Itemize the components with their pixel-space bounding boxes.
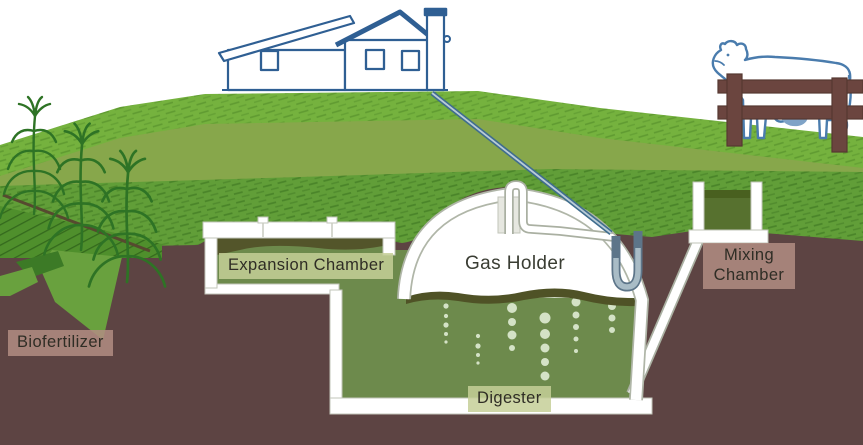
fence-post-right — [831, 77, 848, 153]
corn-plant — [87, 149, 167, 288]
chimney-fitting — [443, 35, 451, 43]
mixing-chamber-structure — [688, 181, 769, 244]
house-window — [259, 49, 280, 72]
corn-plants-illustration — [0, 95, 167, 288]
biofertilizer-channel — [0, 250, 122, 340]
chamber-ledge — [204, 283, 340, 295]
house-window — [364, 48, 386, 71]
hill-band-light-hatch — [0, 91, 863, 178]
digester-bubbles — [443, 297, 616, 381]
expansion-scum-layer — [217, 238, 395, 255]
house-gable-roof — [334, 9, 440, 48]
mixing-base-slab — [688, 229, 769, 244]
label-expansion-chamber: Expansion Chamber — [219, 253, 394, 279]
expansion-chamber-structure — [202, 216, 396, 295]
house-illustration — [217, 7, 451, 92]
label-gas-holder: Gas Holder — [465, 253, 566, 274]
fence-illustration — [717, 73, 863, 153]
mixing-slurry-top — [704, 190, 751, 198]
slab-tab — [257, 216, 269, 224]
channel-face — [40, 250, 122, 340]
label-biofertilizer: Biofertilizer — [8, 330, 113, 356]
fence-rail-bottom — [717, 105, 863, 120]
cow-muzzle-line — [714, 60, 725, 66]
dome-slurry-surface — [406, 288, 637, 307]
house-left-wing-wall — [226, 48, 347, 92]
house-left-roof — [217, 14, 356, 63]
chamber-left-wall — [204, 235, 218, 289]
fence-post-left — [726, 73, 743, 147]
house-chimney — [425, 12, 446, 92]
gas-outlet-pipe — [504, 180, 614, 242]
label-mixing-chamber: Mixing Chamber — [703, 243, 795, 289]
cow-eye — [726, 53, 730, 57]
irrigation-furrow-line — [2, 193, 151, 253]
chamber-top-slab — [202, 221, 396, 239]
label-digester: Digester — [468, 386, 551, 412]
fence-rail-top — [717, 79, 863, 94]
slab-tab — [326, 216, 338, 224]
corn-plant — [0, 95, 70, 220]
condensate-trap-pipe — [611, 231, 643, 292]
house-chimney-cap — [423, 7, 448, 17]
digester-left-wall — [329, 289, 343, 403]
corn-plant — [42, 122, 120, 256]
gas-supply-pipe — [430, 91, 613, 235]
house-window — [400, 49, 421, 72]
channel-chevron — [0, 267, 38, 296]
